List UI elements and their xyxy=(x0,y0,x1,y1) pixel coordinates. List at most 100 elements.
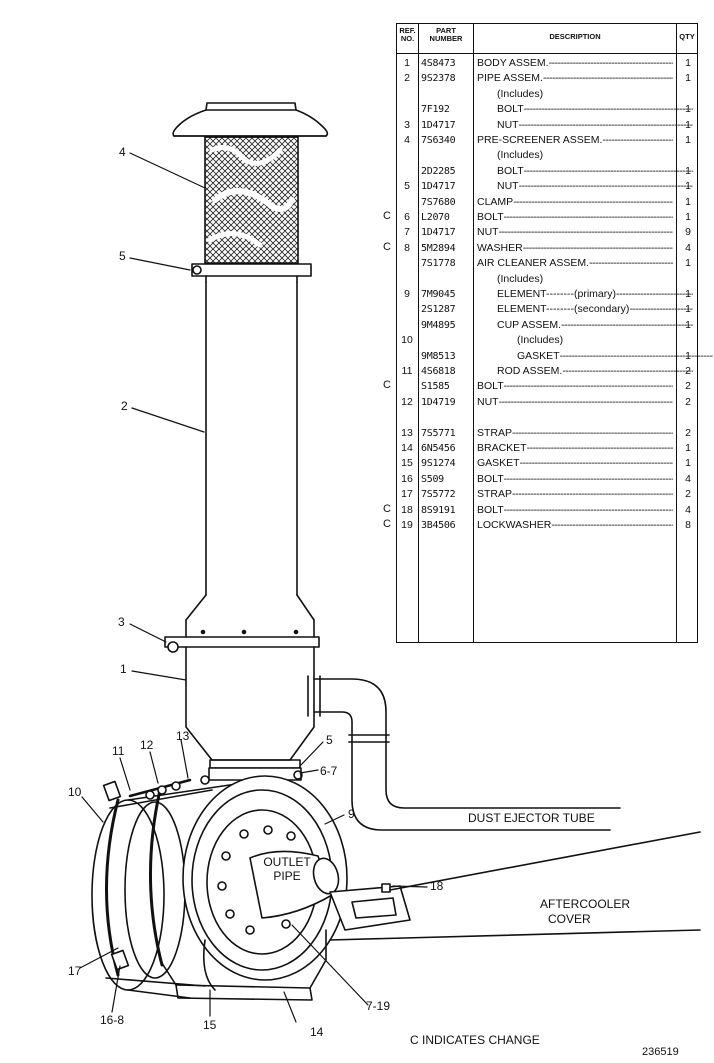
change-note: C INDICATES CHANGE xyxy=(410,1033,540,1047)
row-ref: 5 xyxy=(404,180,410,193)
row-part-number: S509 xyxy=(421,473,444,485)
row-description-cell: (Includes) xyxy=(477,272,693,287)
header-part-number: PART NUMBER xyxy=(429,26,463,43)
row-ref: 6 xyxy=(404,211,410,223)
leader-dashes: ----------------------------------------… xyxy=(503,472,673,485)
header-qty: QTY xyxy=(679,32,695,41)
row-description: BOLT xyxy=(477,472,504,485)
row-qty: 1 xyxy=(685,180,691,193)
row-description-cell: NUT-------------------------------------… xyxy=(477,225,673,240)
table-row: 10(Includes) xyxy=(397,333,699,348)
callout-leaders xyxy=(79,152,428,1023)
row-ref: 12 xyxy=(401,395,413,408)
leader-dashes: ----------------------------------------… xyxy=(522,241,673,254)
pre-screener-screen xyxy=(204,136,299,264)
row-part-number: 6N5456 xyxy=(421,443,456,454)
row-qty: 1 xyxy=(685,303,691,316)
callout-18: 18 xyxy=(430,879,444,893)
leader-dashes: ----------------------------------------… xyxy=(561,318,693,331)
leader-dashes: ----------------------------------------… xyxy=(512,426,673,439)
row-description: ELEMENT--------(secondary) xyxy=(497,303,630,316)
row-ref: 9 xyxy=(404,288,410,300)
row-description-cell: CLAMP-----------------------------------… xyxy=(477,195,673,210)
row-description-cell: STRAP-----------------------------------… xyxy=(477,426,673,441)
dust-ejector-tube-label: DUST EJECTOR TUBE xyxy=(468,811,595,825)
dust-ejector-tube xyxy=(307,675,621,831)
table-row: (Includes) xyxy=(397,87,699,102)
callout-14: 14 xyxy=(310,1025,324,1039)
row-qty: 1 xyxy=(685,195,691,208)
row-description-cell: LOCKWASHER------------------------------… xyxy=(477,518,673,533)
row-ref: 10 xyxy=(401,334,413,347)
leader-dashes: ----------------------------------------… xyxy=(602,134,673,146)
body-assembly xyxy=(185,646,315,781)
row-part-number: 7M9045 xyxy=(421,289,456,300)
row-description: BODY ASSEM. xyxy=(477,57,549,69)
row-description-cell: NUT-------------------------------------… xyxy=(477,179,693,194)
row-description-cell: (Includes) xyxy=(477,87,693,102)
table-row: (Includes) xyxy=(397,272,699,287)
callout-11: 11 xyxy=(112,744,125,758)
row-description: STRAP xyxy=(477,426,513,439)
row-ref: 13 xyxy=(401,426,413,439)
row-description: STRAP xyxy=(477,488,513,501)
row-part-number: 9S1274 xyxy=(421,458,456,470)
row-description: BOLT xyxy=(477,211,504,223)
row-part-number: 1D4717 xyxy=(421,227,456,239)
row-description-cell: BOLT------------------------------------… xyxy=(477,210,673,225)
row-part-number: 4S8473 xyxy=(421,58,456,69)
row-part-number: 9S2378 xyxy=(421,73,456,85)
row-description-cell: NUT-------------------------------------… xyxy=(477,395,673,410)
row-description: LOCKWASHER xyxy=(477,519,552,531)
row-qty: 1 xyxy=(685,134,691,146)
row-part-number: 1D4717 xyxy=(421,181,456,193)
row-qty: 1 xyxy=(685,442,691,454)
callout-7-19: 7-19 xyxy=(366,999,391,1013)
callout-3: 3 xyxy=(118,615,125,629)
row-part-number: 7S5771 xyxy=(421,427,456,439)
row-description-cell: GASKET----------------------------------… xyxy=(477,349,713,364)
row-qty: 2 xyxy=(685,380,691,393)
row-description: BOLT xyxy=(497,103,524,116)
row-description-cell: BOLT------------------------------------… xyxy=(477,503,673,518)
row-part-number: 9M4895 xyxy=(421,319,456,331)
change-mark: C xyxy=(383,379,391,392)
row-part-number: S1585 xyxy=(421,381,450,393)
row-description-cell: BOLT------------------------------------… xyxy=(477,379,673,394)
outlet-pipe-label-line1: OUTLET xyxy=(263,855,311,869)
leader-dashes: ----------------------------------------… xyxy=(512,488,673,501)
row-description-cell: STRAP-----------------------------------… xyxy=(477,487,673,502)
row-description-cell: CUP ASSEM.------------------------------… xyxy=(477,318,693,333)
row-description: NUT xyxy=(497,180,519,193)
leader-dashes: ----------------------------------------… xyxy=(518,118,693,131)
leader-dashes: ----------------------------------------… xyxy=(498,395,673,408)
row-ref: 11 xyxy=(401,365,413,377)
air-cleaner-housing xyxy=(91,775,348,1001)
row-description: (Includes) xyxy=(497,87,544,100)
callout-2: 2 xyxy=(121,399,128,413)
row-part-number: 3B4506 xyxy=(421,520,456,531)
row-description: BOLT xyxy=(497,164,524,177)
callout-10: 10 xyxy=(68,785,82,799)
row-description: NUT xyxy=(477,226,499,239)
row-part-number: 8S9191 xyxy=(421,504,456,516)
row-ref: 18 xyxy=(401,503,413,516)
row-description-cell: GASKET----------------------------------… xyxy=(477,456,673,471)
callout-12: 12 xyxy=(140,738,154,752)
upper-clamp xyxy=(191,263,312,283)
change-mark: C xyxy=(383,518,391,530)
change-mark: C xyxy=(383,240,391,253)
row-qty: 2 xyxy=(685,395,691,408)
row-description: BRACKET xyxy=(477,442,527,454)
row-part-number: 9M8513 xyxy=(421,350,456,362)
row-ref: 2 xyxy=(404,72,410,85)
row-description: NUT xyxy=(477,395,499,408)
